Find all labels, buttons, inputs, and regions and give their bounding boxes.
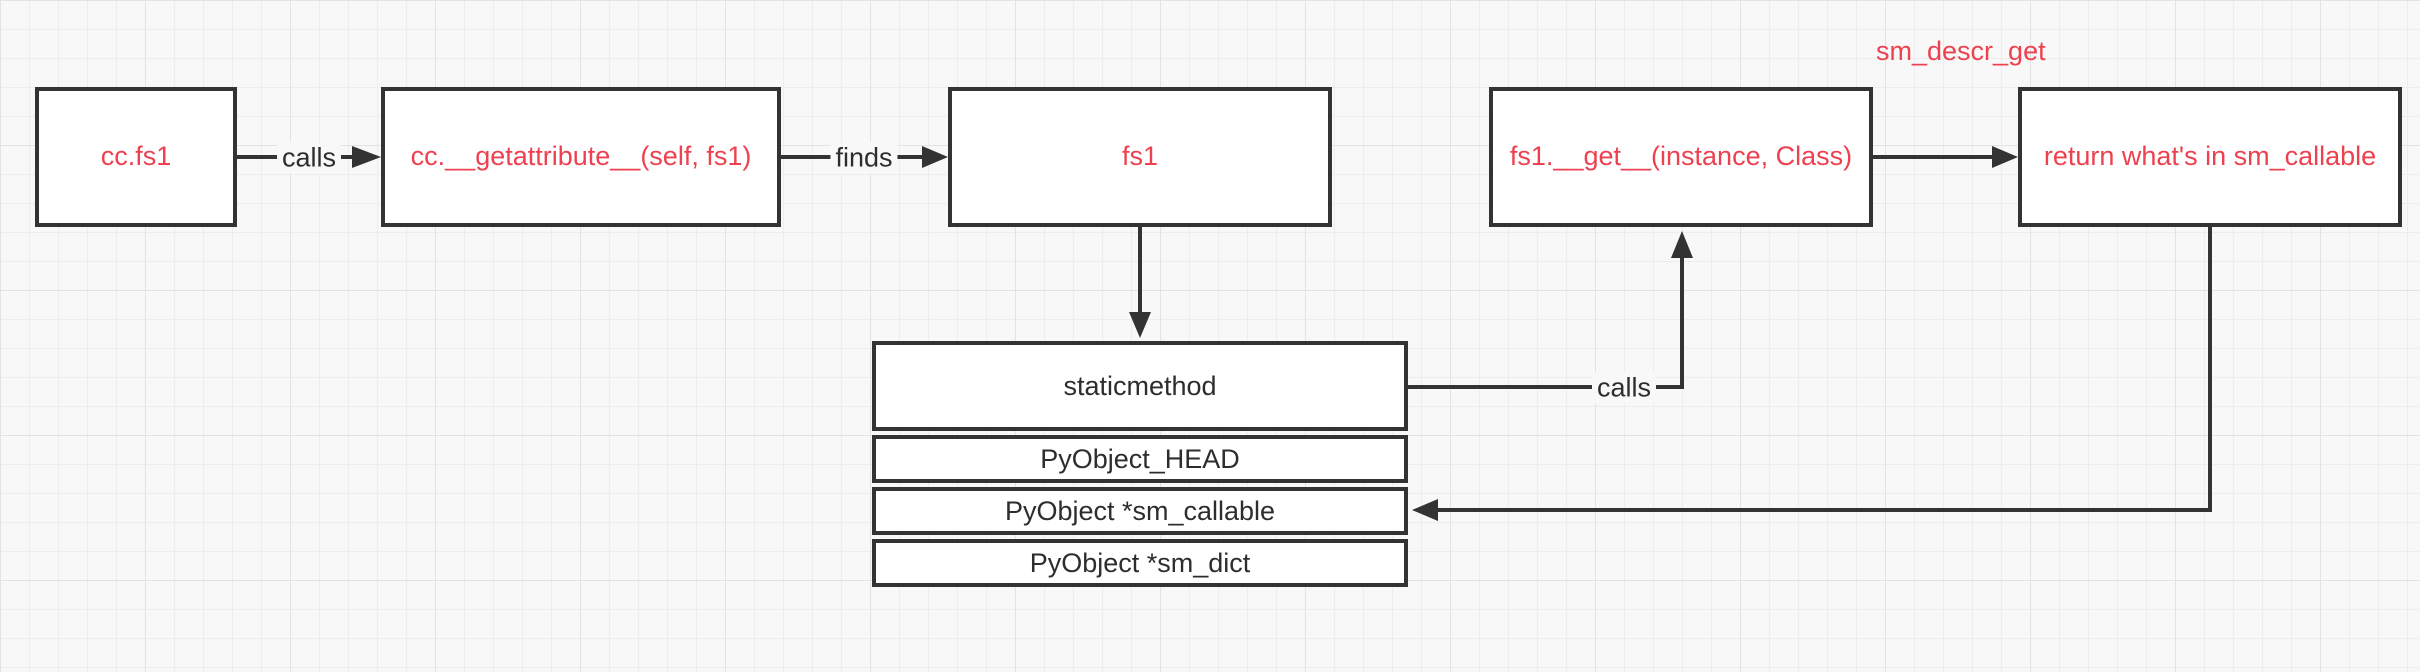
- struct-title: staticmethod: [1063, 370, 1217, 401]
- node-label: fs1: [1121, 141, 1159, 172]
- struct-row-label: PyObject *sm_dict: [1029, 547, 1251, 578]
- edge-label-finds: finds: [830, 142, 898, 174]
- annotation-sm-descr-get: sm_descr_get: [1876, 36, 2046, 66]
- arrow-return-to-sm-callable: [1412, 227, 2212, 521]
- struct-row-pyobject-head: PyObject_HEAD: [872, 435, 1408, 483]
- struct-row-sm-dict: PyObject *sm_dict: [872, 539, 1408, 587]
- node-fs1-get: fs1.__get__(instance, Class): [1489, 87, 1873, 227]
- node-return: return what's in sm_callable: [2018, 87, 2402, 227]
- node-cc-fs1: cc.fs1: [35, 87, 237, 227]
- struct-row-sm-callable: PyObject *sm_callable: [872, 487, 1408, 535]
- node-label: fs1.__get__(instance, Class): [1509, 141, 1853, 172]
- arrow-fs1-get-to-return: [1872, 146, 2018, 168]
- edge-label-calls-1: calls: [276, 142, 342, 174]
- node-fs1: fs1: [948, 87, 1332, 227]
- struct-row-label: PyObject_HEAD: [1040, 443, 1240, 474]
- node-getattribute: cc.__getattribute__(self, fs1): [381, 87, 781, 227]
- arrow-staticmethod-to-fs1-get: [1408, 231, 1693, 389]
- node-label: return what's in sm_callable: [2043, 141, 2377, 172]
- arrow-fs1-to-staticmethod: [1129, 227, 1151, 338]
- node-label: cc.__getattribute__(self, fs1): [410, 141, 752, 172]
- node-label: cc.fs1: [100, 141, 172, 172]
- struct-row-label: PyObject *sm_callable: [1004, 495, 1276, 526]
- staticmethod-struct-header: staticmethod: [872, 341, 1408, 431]
- edge-label-calls-2: calls: [1591, 372, 1657, 404]
